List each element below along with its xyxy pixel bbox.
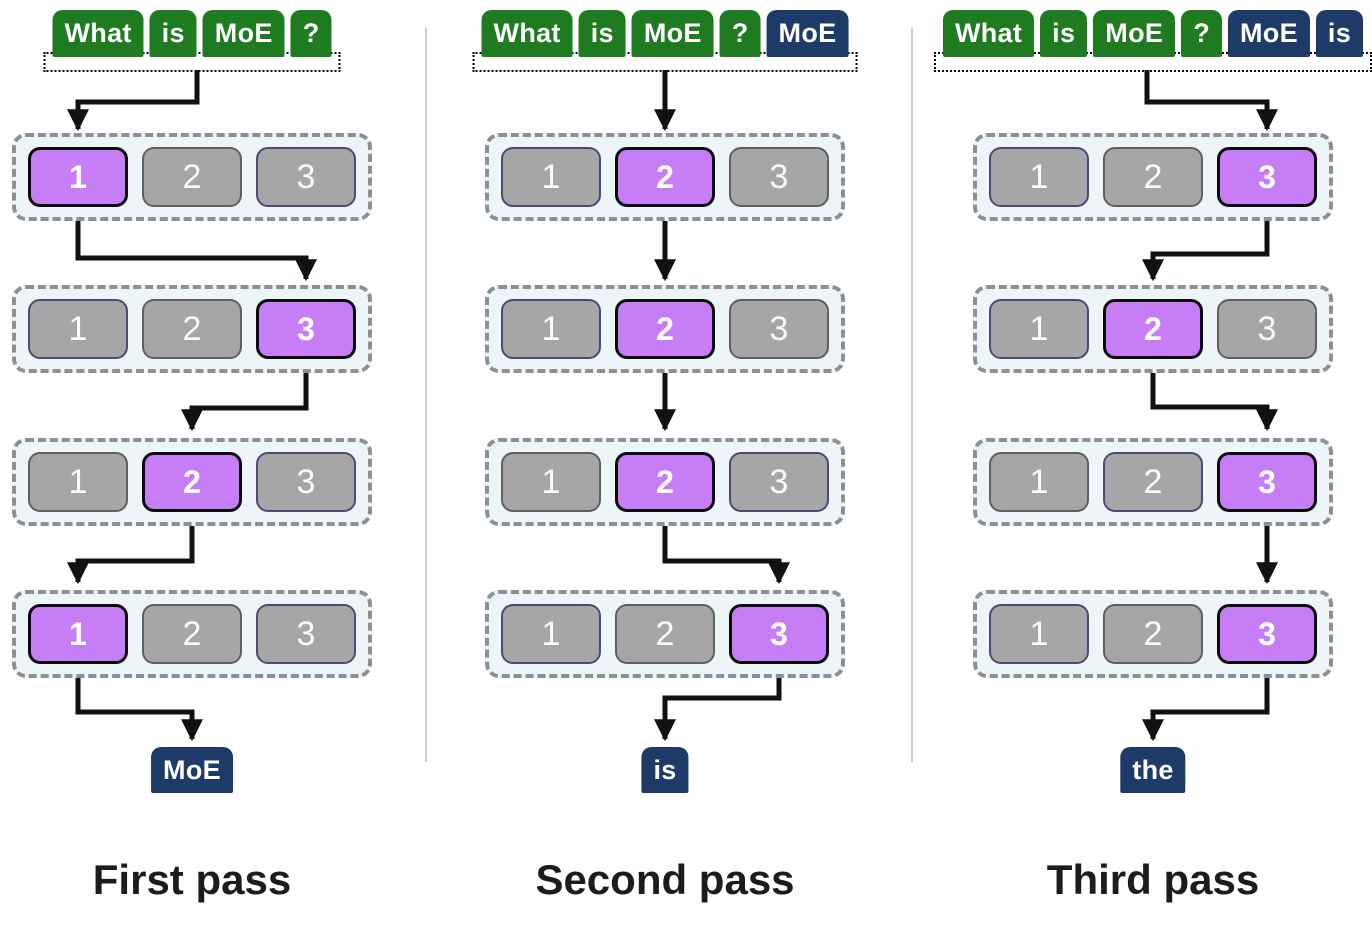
- expert-layer-2: 1 2 3: [485, 285, 845, 373]
- expert-box: 1: [501, 452, 601, 512]
- expert-box: 1: [501, 147, 601, 207]
- expert-box: 3: [729, 147, 829, 207]
- expert-box: 1: [989, 452, 1089, 512]
- expert-box: 2: [615, 147, 715, 207]
- pass-column-third: What is MoE ? MoE is 1 2 3 1 2 3 1 2 3 1…: [933, 0, 1372, 932]
- pass-label: Second pass: [535, 856, 795, 903]
- token: MoE: [631, 10, 714, 57]
- pass-label: First pass: [92, 856, 292, 903]
- input-tokens-row: What is MoE ?: [52, 10, 332, 57]
- column-divider: [911, 28, 913, 762]
- expert-box: 3: [1217, 299, 1317, 359]
- expert-box: 3: [1217, 452, 1317, 512]
- token: is: [1315, 10, 1364, 57]
- input-sequence: What is MoE ?: [43, 10, 341, 72]
- expert-layer-3: 1 2 3: [973, 438, 1333, 526]
- expert-box: 3: [1217, 604, 1317, 664]
- expert-box: 1: [989, 604, 1089, 664]
- expert-box: 1: [989, 147, 1089, 207]
- expert-layer-2: 1 2 3: [973, 285, 1333, 373]
- token: is: [578, 10, 626, 57]
- token: What: [52, 10, 144, 57]
- expert-layer-2: 1 2 3: [12, 285, 372, 373]
- input-tokens-row: What is MoE ? MoE: [481, 10, 849, 57]
- token: MoE: [202, 10, 285, 57]
- output-token: is: [641, 747, 689, 793]
- expert-layer-4: 1 2 3: [12, 590, 372, 678]
- token: What: [481, 10, 573, 57]
- expert-box: 1: [989, 299, 1089, 359]
- expert-layer-1: 1 2 3: [485, 133, 845, 221]
- expert-box: 3: [256, 299, 356, 359]
- expert-box: 2: [1103, 604, 1203, 664]
- expert-box: 2: [615, 452, 715, 512]
- expert-box: 2: [615, 299, 715, 359]
- expert-box: 2: [142, 147, 242, 207]
- token: MoE: [766, 10, 849, 57]
- token: is: [149, 10, 197, 57]
- token: MoE: [1227, 10, 1310, 57]
- expert-box: 1: [501, 604, 601, 664]
- expert-layer-1: 1 2 3: [12, 133, 372, 221]
- token: What: [942, 10, 1035, 57]
- expert-layer-3: 1 2 3: [485, 438, 845, 526]
- expert-box: 3: [256, 147, 356, 207]
- expert-box: 3: [729, 452, 829, 512]
- token: ?: [719, 10, 761, 57]
- token: ?: [1181, 10, 1222, 57]
- token: is: [1040, 10, 1088, 57]
- expert-box: 1: [28, 147, 128, 207]
- expert-box: 2: [615, 604, 715, 664]
- expert-box: 3: [729, 299, 829, 359]
- token: ?: [290, 10, 332, 57]
- expert-box: 1: [28, 604, 128, 664]
- expert-layer-4: 1 2 3: [973, 590, 1333, 678]
- expert-box: 3: [256, 604, 356, 664]
- output-token: the: [1120, 747, 1186, 793]
- token: MoE: [1093, 10, 1176, 57]
- expert-box: 1: [28, 452, 128, 512]
- pass-column-second: What is MoE ? MoE 1 2 3 1 2 3 1 2 3 1 2 …: [472, 0, 858, 932]
- column-divider: [425, 28, 427, 762]
- expert-layer-4: 1 2 3: [485, 590, 845, 678]
- expert-box: 2: [1103, 147, 1203, 207]
- expert-box: 1: [501, 299, 601, 359]
- expert-box: 1: [28, 299, 128, 359]
- pass-label: Third pass: [1046, 856, 1260, 903]
- expert-layer-1: 1 2 3: [973, 133, 1333, 221]
- expert-box: 3: [256, 452, 356, 512]
- expert-layer-3: 1 2 3: [12, 438, 372, 526]
- expert-box: 3: [1217, 147, 1317, 207]
- output-token: MoE: [151, 747, 233, 793]
- expert-box: 2: [1103, 299, 1203, 359]
- expert-box: 2: [142, 299, 242, 359]
- expert-box: 2: [1103, 452, 1203, 512]
- expert-box: 3: [729, 604, 829, 664]
- expert-box: 2: [142, 604, 242, 664]
- input-sequence: What is MoE ? MoE: [472, 10, 858, 72]
- input-tokens-row: What is MoE ? MoE is: [942, 10, 1364, 57]
- input-sequence: What is MoE ? MoE is: [933, 10, 1372, 72]
- expert-box: 2: [142, 452, 242, 512]
- pass-column-first: What is MoE ? 1 2 3 1 2 3 1 2 3 1 2 3 Mo…: [12, 0, 372, 932]
